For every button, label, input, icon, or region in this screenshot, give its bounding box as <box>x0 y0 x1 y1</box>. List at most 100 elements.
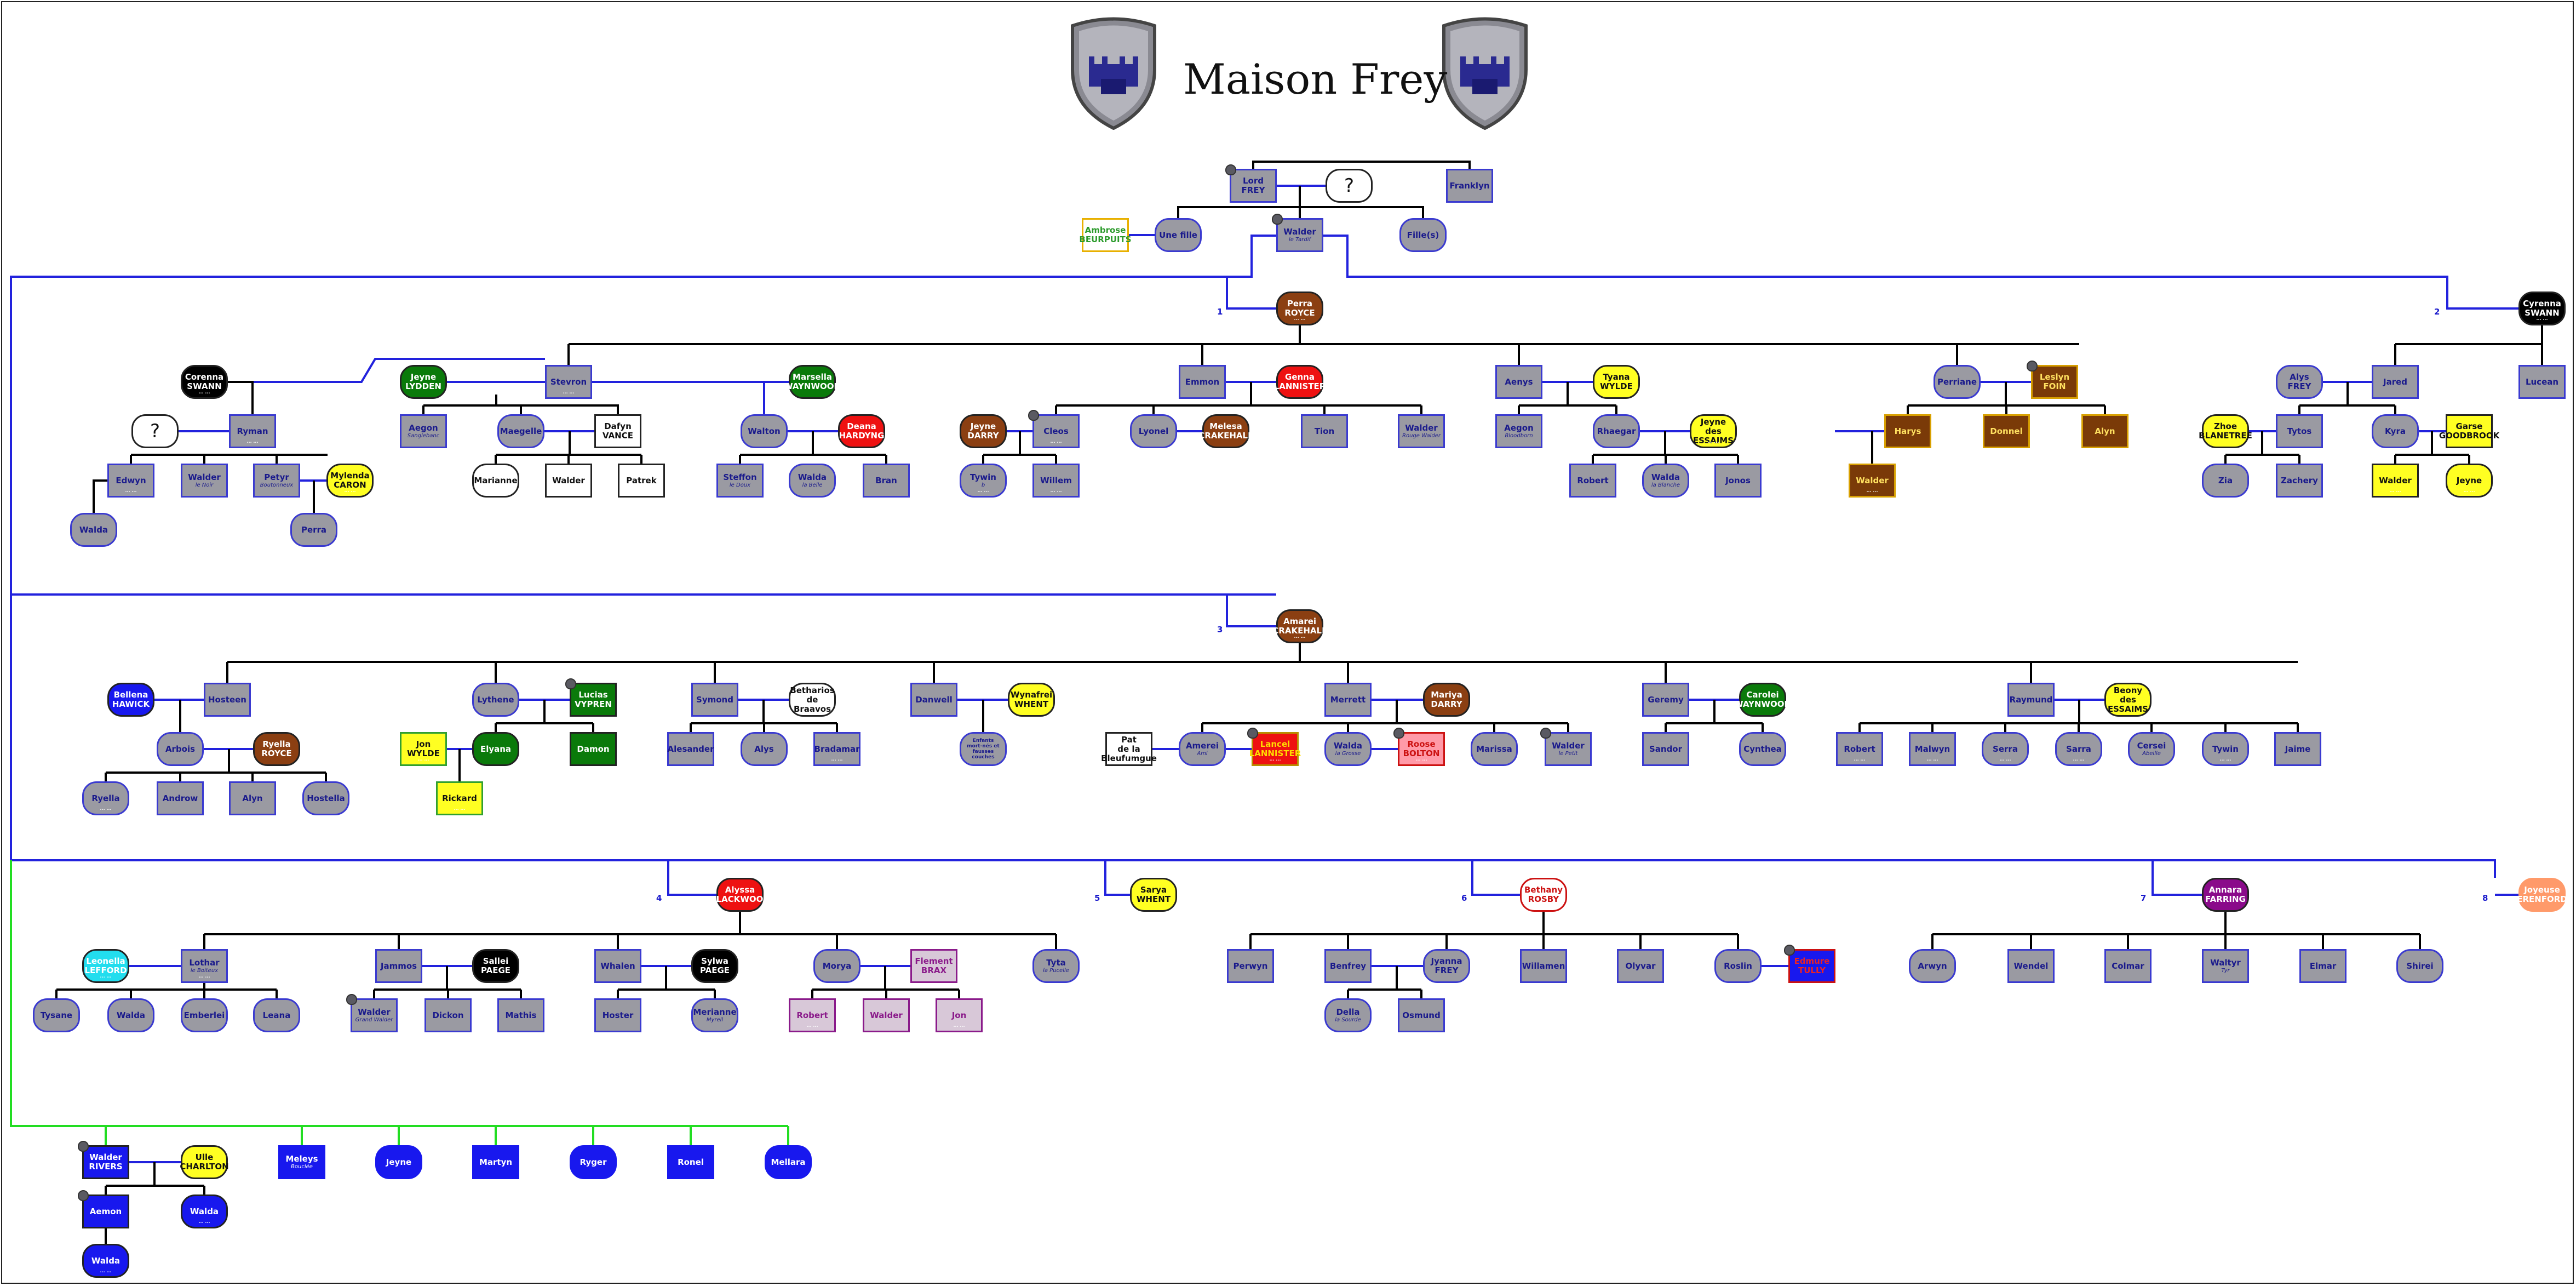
person-name: Amerei <box>1185 741 1219 751</box>
person-nickname: b <box>981 482 985 488</box>
person-name: Elyana <box>480 744 512 754</box>
life-dates-marker: ··· ··· <box>1707 440 1719 445</box>
person-nickname: Rouge Walder <box>1402 433 1441 439</box>
person-name: Hoster <box>602 1010 634 1020</box>
person-name: Petyr <box>264 472 289 482</box>
person-name: Rhaegar <box>1597 426 1636 436</box>
person-top-filles: Fille(s) <box>1399 218 1447 252</box>
person-name: Elmar <box>2309 961 2337 971</box>
connector-line <box>1471 860 1520 896</box>
connector-line <box>1252 161 1471 169</box>
person-wife1-donnel: Donnel <box>1983 414 2030 448</box>
life-dates-marker: ··· ··· <box>2219 758 2231 763</box>
person-name: Morya <box>822 961 852 971</box>
person-wife1-walder-v: Walder <box>545 464 592 498</box>
person-wife3-bradamar: Bradamar··· ··· <box>813 732 860 766</box>
person-name: Walda <box>79 524 108 535</box>
crest-icon <box>1784 945 1795 956</box>
crest-icon <box>1272 214 1283 225</box>
person-name: Zachery <box>2281 475 2318 485</box>
person-wife4-robert-b: Robert··· ··· <box>789 998 836 1032</box>
life-dates-marker: ··· ··· <box>454 807 466 812</box>
person-nickname: la Belle <box>802 482 823 488</box>
person-wife3-serra: Serra··· ··· <box>1982 732 2029 766</box>
person-nickname: le Petit <box>1558 751 1578 757</box>
connector-line <box>2152 860 2202 896</box>
life-dates-marker: ··· ··· <box>100 1270 112 1274</box>
life-dates-marker: ··· ··· <box>1269 758 1281 763</box>
person-name: Colmar <box>2112 961 2144 971</box>
life-dates-marker: ··· ··· <box>1099 244 1111 249</box>
person-nickname: le Doux <box>729 482 751 488</box>
marriage-number: 7 <box>2141 893 2147 903</box>
crest-icon <box>78 1141 89 1152</box>
person-name: Alyn <box>242 793 263 803</box>
person-wife4-hoster: Hoster <box>594 998 641 1032</box>
person-wife3-androw: Androw <box>157 781 204 815</box>
person-name: Marissa <box>1476 744 1512 754</box>
life-dates-marker: ··· ··· <box>1854 758 1866 763</box>
person-wife3-robert-r: Robert··· ··· <box>1836 732 1883 766</box>
person-name: Aegon <box>1504 423 1534 433</box>
person-name: Maegelle <box>500 426 542 436</box>
connector-line <box>667 860 716 896</box>
person-name: ? <box>1344 174 1355 197</box>
person-wife4-jon-b: Jon··· ··· <box>936 998 983 1032</box>
person-wife4-morya: Morya <box>813 949 860 983</box>
person-wife3-sandor: Sandor <box>1642 732 1689 766</box>
person-name: Willem <box>1040 475 1072 485</box>
person-name: Walda <box>190 1206 219 1216</box>
person-name: Cleos <box>1043 426 1069 436</box>
person-name: Lythene <box>477 694 514 705</box>
person-wife1-ryman: Ryman··· ··· <box>229 414 276 448</box>
person-wife1-harys: Harys <box>1884 414 1931 448</box>
person-name: Ronel <box>678 1157 704 1167</box>
person-wife2-zia: Zia <box>2202 464 2249 498</box>
person-bastards-walda-r2: Walda··· ··· <box>82 1244 129 1278</box>
person-bastards-ryger: Ryger <box>570 1145 617 1179</box>
person-wife1-patrek: Patrek <box>618 464 665 498</box>
person-name: Danwell <box>915 694 953 705</box>
person-name: Jon <box>951 1010 967 1020</box>
person-wife1-walda-1: Walda <box>70 513 117 547</box>
person-name: Kyra <box>2385 426 2406 436</box>
person-name: Merianne <box>693 1007 737 1017</box>
person-name: Bradamar <box>814 744 860 754</box>
person-wife1-lyonel: Lyonel <box>1130 414 1177 448</box>
person-bastards-walda-r: Walda··· ··· <box>181 1194 228 1228</box>
person-name: Harys <box>1894 426 1921 436</box>
person-wife3-merrett: Merrett <box>1324 683 1372 717</box>
person-name: Aegon <box>409 423 438 433</box>
frey-shield-right-icon <box>1442 17 1528 130</box>
person-wife1-tion: Tion <box>1301 414 1348 448</box>
person-wife4-emberlei: Emberlei <box>181 998 228 1032</box>
life-dates-marker: ··· ··· <box>977 489 989 494</box>
person-name: Enfants mort-nés et fausses couches <box>967 738 1000 760</box>
